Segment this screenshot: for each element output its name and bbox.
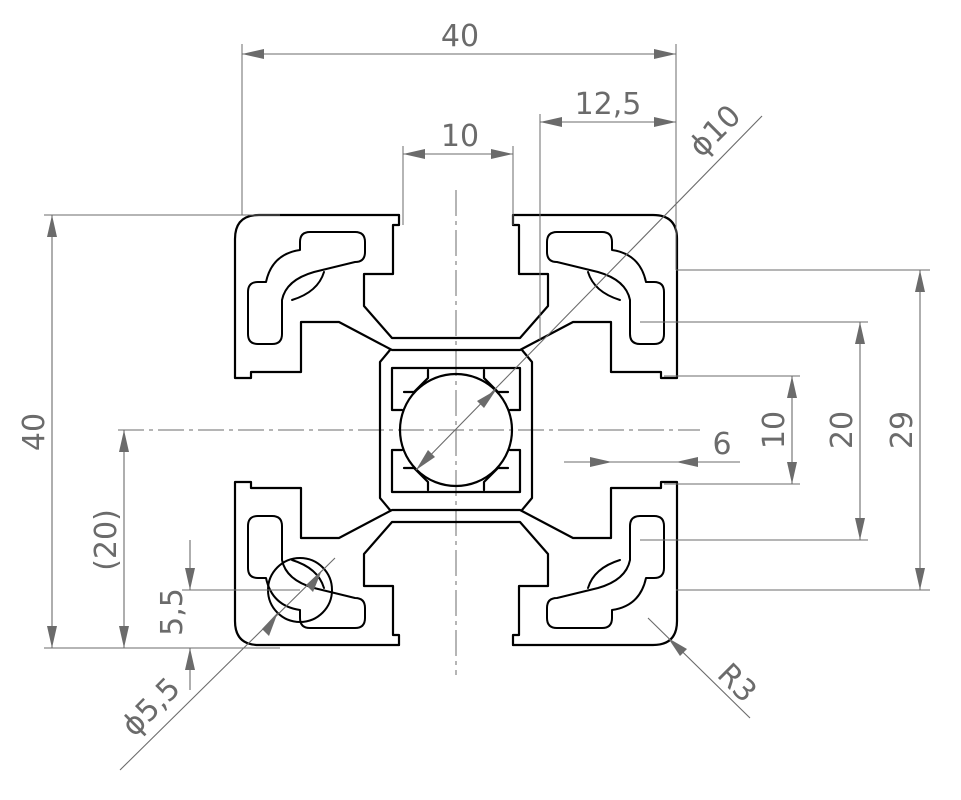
- center-lines: [118, 190, 700, 675]
- dim-corner-bore-offset-label: 5,5: [155, 588, 190, 636]
- dim-slot-span-label: 20: [825, 411, 860, 449]
- dim-slot-offset-label: 12,5: [575, 87, 642, 122]
- dim-corner-bore-label: ϕ5,5: [115, 671, 187, 743]
- dim-outer-span-label: 29: [885, 411, 920, 449]
- dim-overall-height: 40: [17, 214, 280, 649]
- dim-overall-height-label: 40: [17, 413, 52, 451]
- profile-quadrant: [454, 213, 679, 412]
- profile-outline: [233, 213, 679, 647]
- dim-center-bore-label: ϕ10: [682, 98, 748, 164]
- dim-slot-offset: 12,5: [539, 87, 676, 340]
- dim-slot-depth-label: 6: [712, 427, 731, 462]
- dim-overall-width: 40: [241, 19, 677, 270]
- dim-core-width: 10: [664, 375, 800, 485]
- dim-core-width-label: 10: [757, 411, 792, 449]
- dim-slot-depth: 6: [564, 427, 740, 467]
- dim-half-height: (20): [89, 430, 129, 648]
- dim-half-height-label: (20): [89, 509, 124, 571]
- dim-slot-opening: 10: [402, 119, 514, 225]
- dim-slot-span: 20: [640, 321, 868, 541]
- dim-outer-span: 29: [676, 269, 930, 591]
- center-bore-circle: [398, 372, 514, 488]
- dim-corner-radius-label: R3: [710, 657, 763, 710]
- dim-corner-radius: R3: [647, 617, 763, 719]
- dim-overall-width-label: 40: [441, 19, 479, 54]
- dim-slot-opening-label: 10: [441, 119, 479, 154]
- dim-corner-bore-offset: 5,5: [155, 540, 300, 690]
